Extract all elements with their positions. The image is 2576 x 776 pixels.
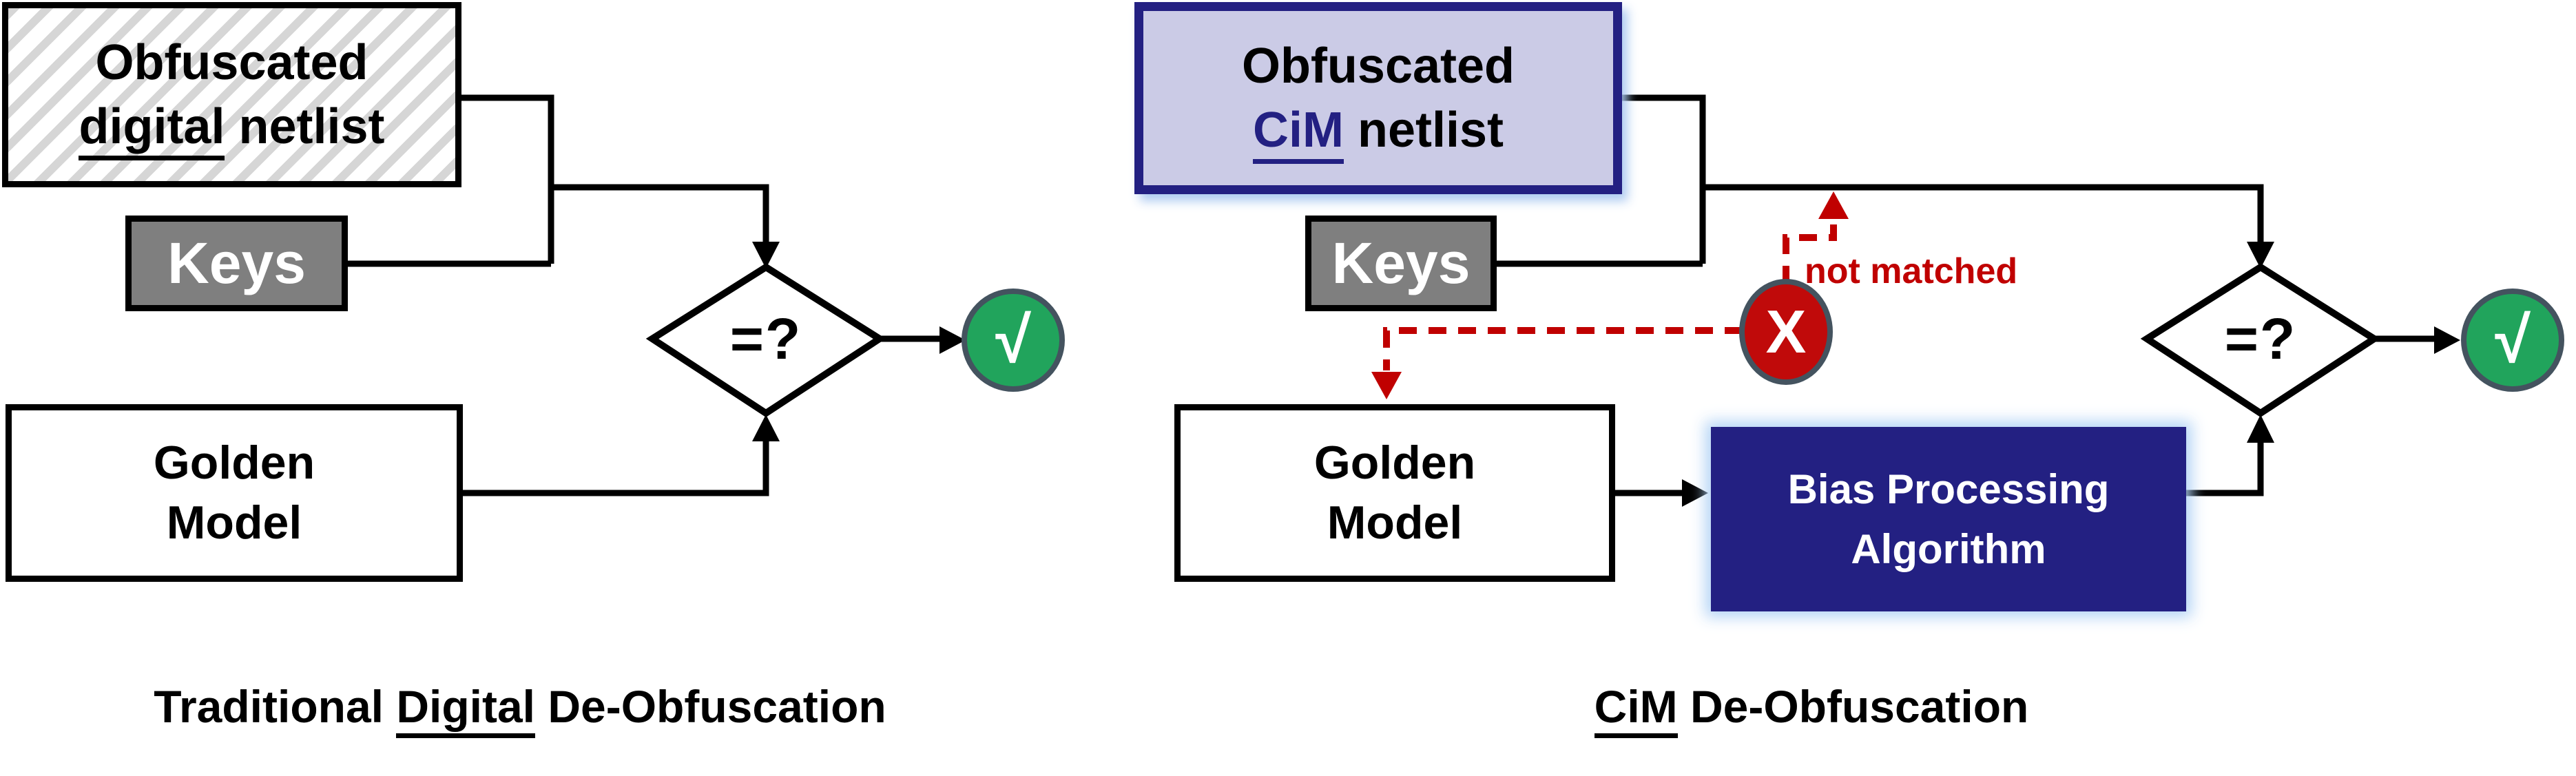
left-equals-question-text: =? (729, 306, 802, 371)
right-decision-label: =? (2157, 297, 2364, 380)
left-netlist-connector (461, 94, 554, 264)
right-golden-model-box: Golden Model (1174, 404, 1615, 582)
left-caption-underlined: Digital (396, 681, 536, 738)
left-arrowheads (752, 242, 966, 441)
arrowhead-into-right-check (2434, 326, 2460, 354)
right-connectors (1497, 94, 2440, 496)
bias-to-diamond (2186, 442, 2264, 496)
right-decision-diamond (2140, 263, 2381, 417)
left-branch-to-diamond (551, 184, 769, 243)
netlist-line2: digital netlist (79, 95, 385, 160)
right-arrowheads (1682, 242, 2460, 507)
right-branch-to-diamond (1703, 184, 2264, 243)
right-caption-suffix: De-Obfuscation (1677, 681, 2029, 732)
bias-processing-algorithm-box: Bias Processing Algorithm (1711, 427, 2186, 611)
not-matched-x-icon: X (1741, 282, 1831, 382)
digital-underlined-text: digital (79, 98, 225, 160)
left-caption: Traditional Digital De-Obfuscation (41, 680, 999, 738)
left-keys-box: Keys (125, 216, 348, 311)
arrowhead-into-left-diamond-top (752, 242, 780, 269)
left-connectors (348, 94, 945, 496)
feedback-to-golden-model (1383, 327, 1743, 370)
right-keys-box: Keys (1305, 216, 1497, 311)
right-success-circle (2461, 289, 2564, 392)
netlist-line1: Obfuscated (95, 31, 368, 94)
right-golden-line2: Model (1327, 496, 1463, 549)
red-arrowheads (1371, 191, 1849, 399)
cim-line1: Obfuscated (1242, 34, 1515, 98)
left-golden-model-box: Golden Model (6, 404, 463, 582)
cim-line2: CiM netlist (1252, 98, 1504, 164)
right-equals-question-text: =? (2224, 306, 2297, 371)
not-matched-text: not matched (1805, 251, 2018, 291)
left-check-glyph-text: √ (995, 304, 1031, 376)
left-caption-prefix: Traditional (154, 681, 397, 732)
right-check-glyph-text: √ (2495, 304, 2531, 376)
left-golden-line1: Golden (153, 436, 315, 489)
netlist-line1-text: Obfuscated (95, 35, 368, 91)
right-golden-line1: Golden (1313, 436, 1476, 489)
cim-line1-text: Obfuscated (1241, 39, 1515, 94)
left-decision-label: =? (663, 297, 869, 380)
not-matched-feedback-paths (1383, 219, 1837, 370)
left-keys-label: Keys (167, 230, 306, 295)
right-caption: CiM De-Obfuscation (1536, 680, 2087, 738)
arrowhead-into-right-diamond-top (2247, 242, 2274, 269)
arrowhead-into-bias-box (1682, 479, 1708, 507)
fail-circle (1739, 279, 1833, 385)
arrowhead-into-right-golden-top (1371, 372, 1402, 399)
right-netlist-connector (1622, 94, 1706, 264)
left-golden-line2: Model (166, 496, 302, 549)
left-check-icon: √ (964, 291, 1062, 389)
left-caption-suffix: De-Obfuscation (535, 681, 886, 732)
right-caption-underlined: CiM (1594, 681, 1678, 738)
left-golden-connector (463, 441, 769, 496)
right-keys-label: Keys (1331, 230, 1471, 295)
arrowhead-into-right-bus (1818, 191, 1849, 219)
obfuscated-digital-netlist-box: Obfuscated digital netlist (2, 2, 461, 187)
arrowhead-into-left-check (939, 326, 966, 354)
left-decision-diamond (645, 263, 886, 417)
feedback-to-input-bus (1783, 219, 1837, 284)
bias-line1: Bias Processing (1787, 466, 2110, 512)
right-check-icon: √ (2464, 291, 2562, 389)
fail-glyph-text: X (1765, 297, 1807, 366)
cim-line2-rest: netlist (1343, 102, 1504, 158)
arrowhead-into-left-diamond-bottom (752, 415, 780, 441)
left-success-circle (962, 289, 1065, 392)
cim-underlined-text: CiM (1252, 102, 1344, 164)
bias-line2: Algorithm (1851, 526, 2046, 572)
arrowhead-into-right-diamond-bottom (2247, 415, 2274, 443)
netlist-line2-rest: netlist (225, 98, 385, 154)
obfuscated-cim-netlist-box: Obfuscated CiM netlist (1134, 2, 1622, 194)
not-matched-label: not matched (1805, 251, 2017, 292)
